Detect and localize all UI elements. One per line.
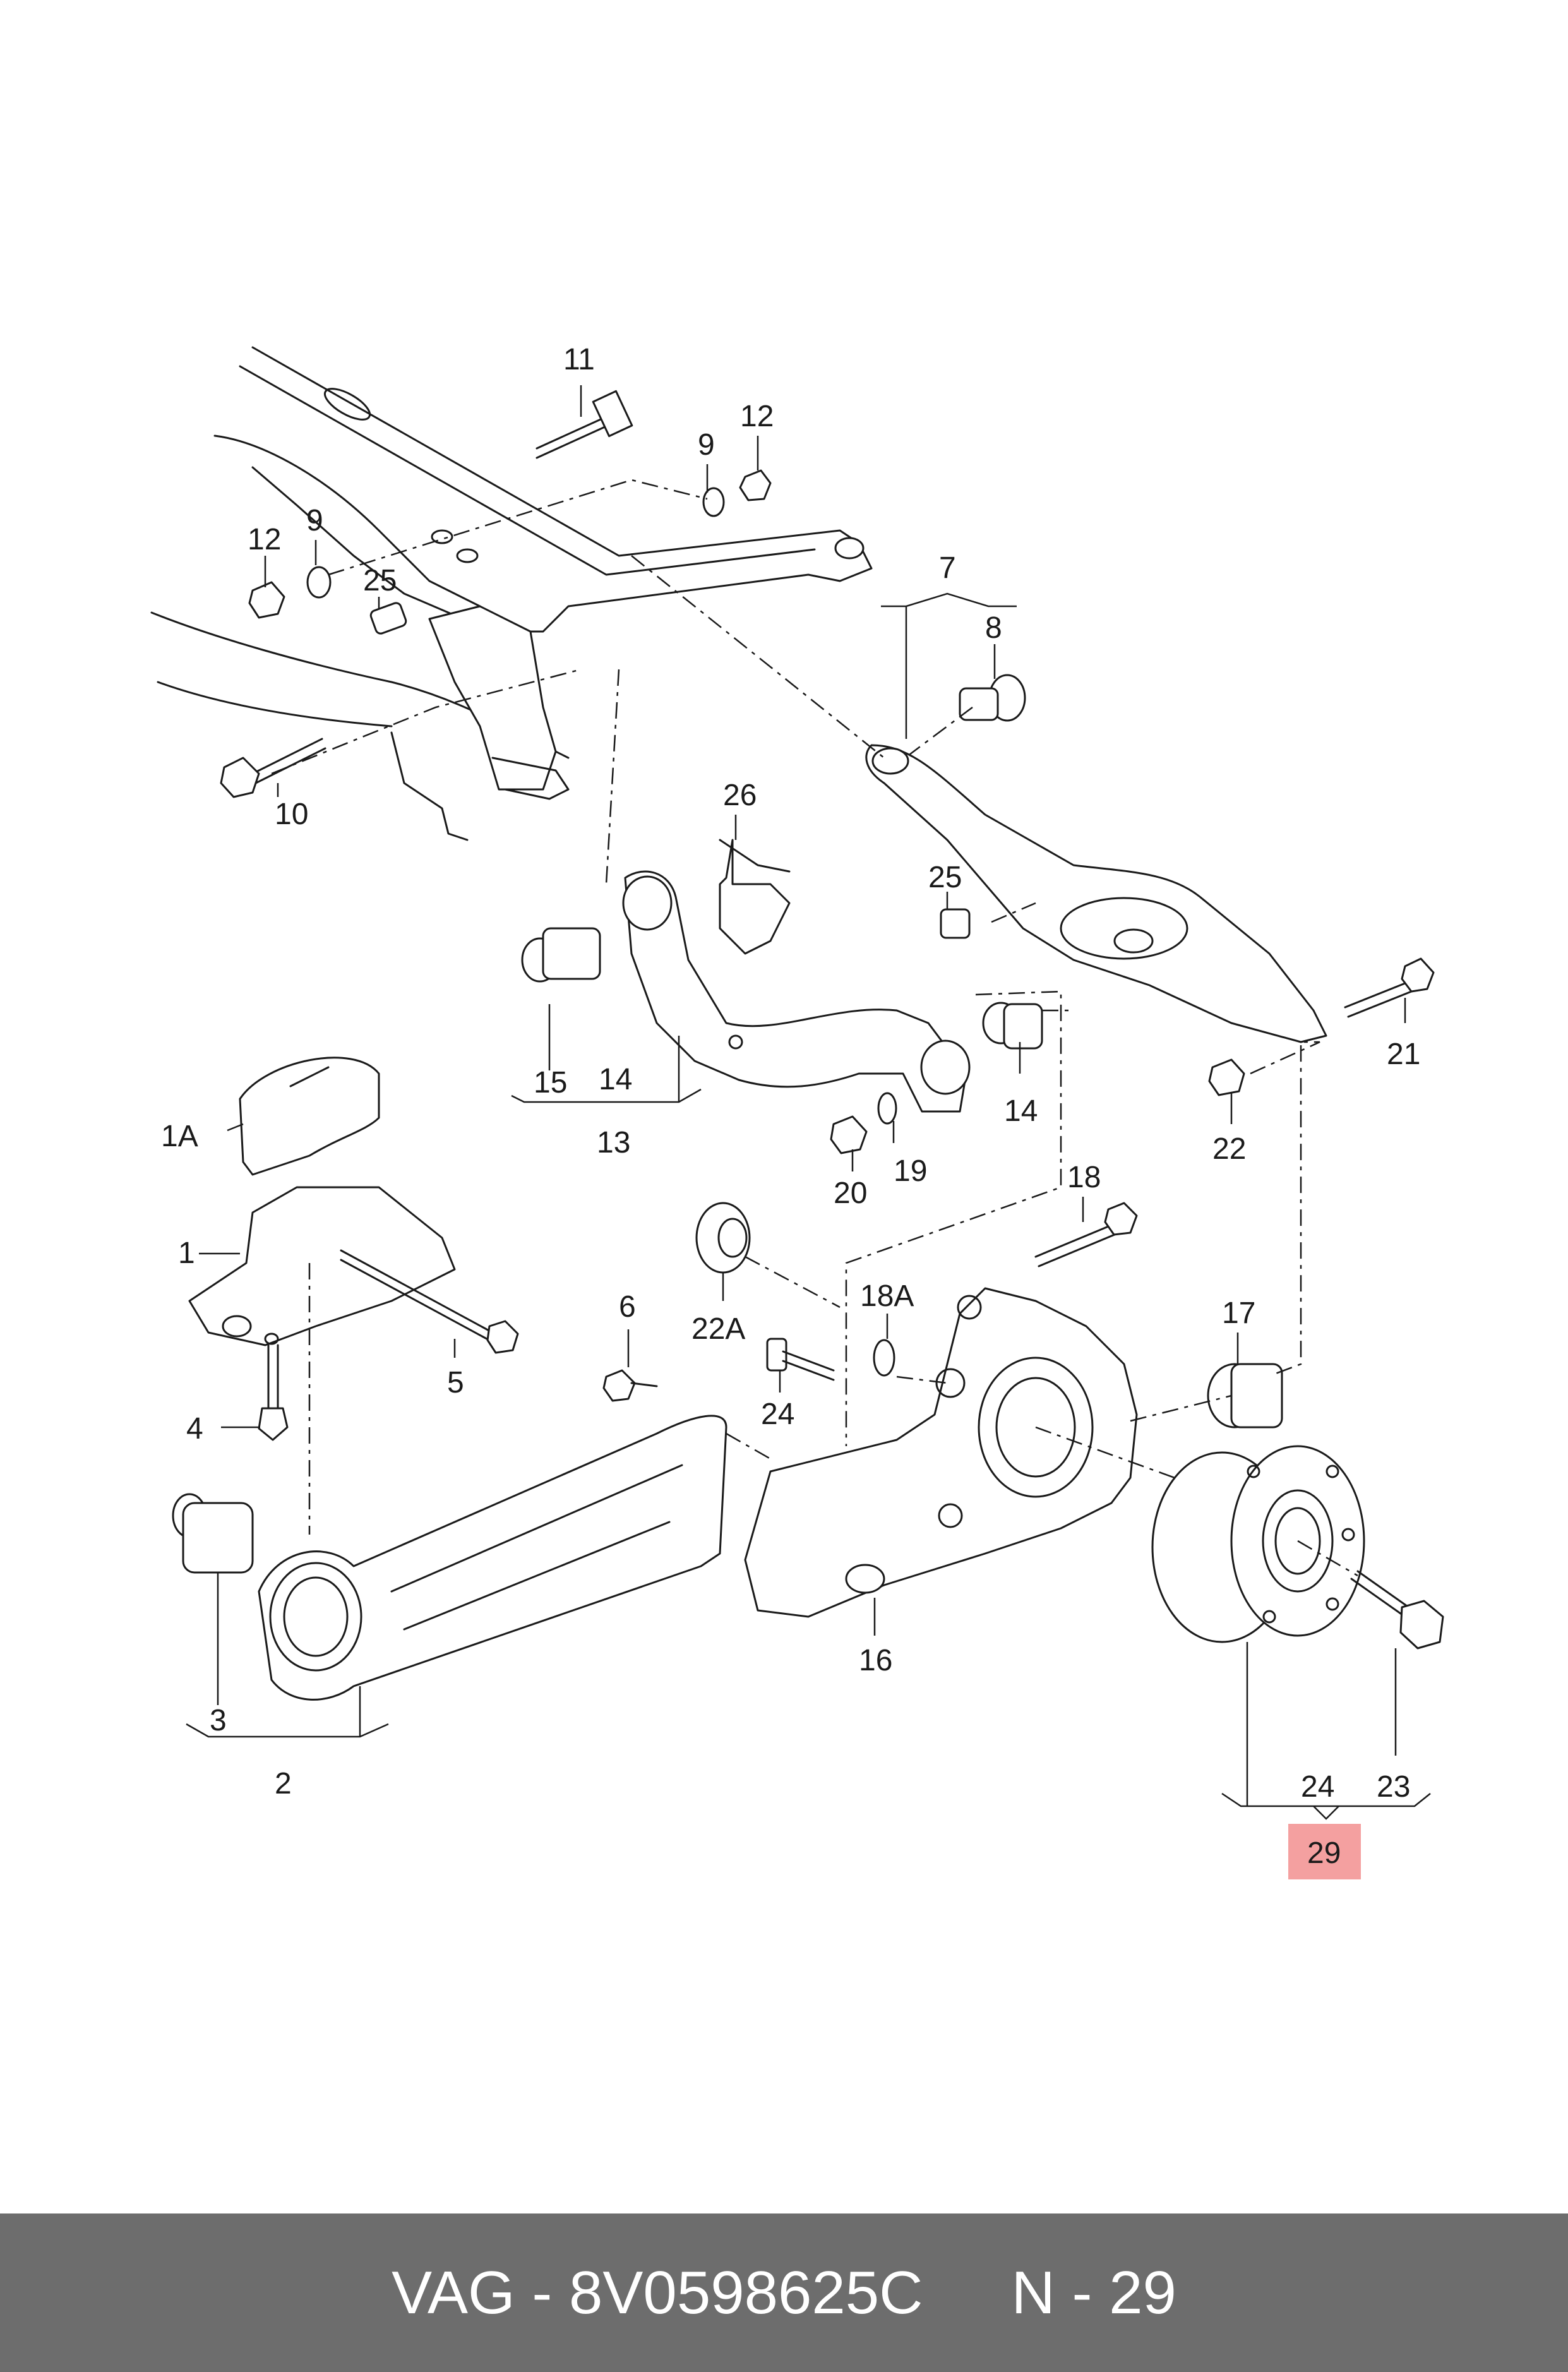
highlight-box-29 bbox=[1288, 1824, 1361, 1879]
callout-1: 1 bbox=[178, 1237, 195, 1270]
callout-26: 26 bbox=[723, 779, 757, 812]
callout-24-right: 24 bbox=[1301, 1770, 1334, 1804]
subframe bbox=[150, 346, 873, 841]
callout-13: 13 bbox=[597, 1126, 630, 1159]
transverse-link-13 bbox=[622, 870, 971, 1113]
bracket-26 bbox=[719, 839, 791, 955]
bolt-5 bbox=[340, 1249, 519, 1354]
callout-6: 6 bbox=[619, 1290, 636, 1324]
callout-15: 15 bbox=[534, 1066, 567, 1099]
callout-17: 17 bbox=[1222, 1297, 1255, 1330]
callout-14-right: 14 bbox=[1004, 1094, 1038, 1128]
exploded-parts-diagram: 11 12 9 12 9 25 10 7 8 26 25 21 22 15 14… bbox=[150, 343, 1444, 1879]
callout-5: 5 bbox=[447, 1366, 464, 1399]
bolt-4 bbox=[258, 1344, 289, 1441]
callout-18A: 18A bbox=[860, 1279, 914, 1313]
bolt-24-left bbox=[766, 1338, 835, 1381]
callout-16: 16 bbox=[859, 1644, 892, 1677]
wheel-hub-29 bbox=[1151, 1445, 1365, 1643]
callout-7: 7 bbox=[939, 551, 956, 585]
washer-9-lower bbox=[306, 566, 332, 599]
callout-2: 2 bbox=[275, 1767, 292, 1800]
bushing-25-lower bbox=[940, 908, 971, 939]
nut-12-lower bbox=[248, 581, 285, 619]
bracket-1 bbox=[188, 1186, 456, 1346]
footer-reference: N - 29 bbox=[1011, 2258, 1176, 2327]
bushing-3 bbox=[172, 1493, 254, 1574]
upper-control-arm-7 bbox=[865, 744, 1327, 1043]
bushing-8 bbox=[959, 674, 1026, 722]
callout-18: 18 bbox=[1067, 1161, 1101, 1194]
callout-25-upper: 25 bbox=[363, 564, 397, 597]
callout-24-left: 24 bbox=[761, 1398, 794, 1431]
bolt-10 bbox=[220, 738, 326, 798]
callout-8: 8 bbox=[985, 611, 1002, 645]
bushing-14-right bbox=[982, 1002, 1043, 1050]
nut-22 bbox=[1208, 1058, 1245, 1096]
callout-14-left: 14 bbox=[599, 1063, 632, 1096]
washer-18A bbox=[873, 1339, 895, 1377]
callout-labels: 11 12 9 12 9 25 10 7 8 26 25 21 22 15 14… bbox=[161, 343, 1420, 1870]
callout-19: 19 bbox=[894, 1154, 927, 1188]
bushing-22A bbox=[695, 1202, 751, 1274]
callout-11: 11 bbox=[563, 343, 595, 376]
callout-21: 21 bbox=[1387, 1038, 1420, 1071]
callout-23: 23 bbox=[1377, 1770, 1410, 1804]
footer-bar: VAG - 8V0598625C N - 29 bbox=[0, 2213, 1568, 2372]
bolt-11 bbox=[536, 390, 633, 459]
callout-1A: 1A bbox=[161, 1120, 198, 1153]
bushing-17 bbox=[1207, 1363, 1283, 1429]
callout-9-lower: 9 bbox=[306, 504, 323, 537]
leader-lines bbox=[186, 385, 1431, 1820]
washer-19 bbox=[877, 1092, 897, 1125]
callout-12-lower: 12 bbox=[248, 523, 281, 556]
nut-20 bbox=[830, 1115, 868, 1154]
callout-25-lower: 25 bbox=[928, 861, 962, 894]
trailing-arm-2 bbox=[258, 1415, 727, 1701]
assembly-lines bbox=[271, 479, 1358, 1577]
callout-29: 29 bbox=[1307, 1836, 1341, 1870]
bolt-23 bbox=[1350, 1570, 1444, 1650]
callout-12-upper: 12 bbox=[740, 400, 774, 433]
callout-22: 22 bbox=[1212, 1132, 1246, 1166]
bolt-18 bbox=[1034, 1202, 1138, 1267]
cover-1A bbox=[239, 1057, 380, 1176]
bolt-21 bbox=[1344, 957, 1435, 1018]
callout-3: 3 bbox=[210, 1704, 227, 1737]
callout-22A: 22A bbox=[691, 1312, 745, 1346]
callout-9-upper: 9 bbox=[698, 428, 715, 462]
bushing-25-upper bbox=[369, 602, 407, 635]
washer-9-upper bbox=[702, 487, 725, 517]
wheel-carrier bbox=[744, 1287, 1138, 1618]
footer-part-number: VAG - 8V0598625C bbox=[392, 2258, 923, 2327]
callout-4: 4 bbox=[186, 1412, 203, 1446]
bushing-15 bbox=[521, 927, 601, 983]
bolt-6 bbox=[602, 1369, 658, 1402]
callout-10: 10 bbox=[275, 798, 308, 831]
callout-20: 20 bbox=[834, 1177, 867, 1210]
nut-12-upper bbox=[739, 469, 772, 501]
